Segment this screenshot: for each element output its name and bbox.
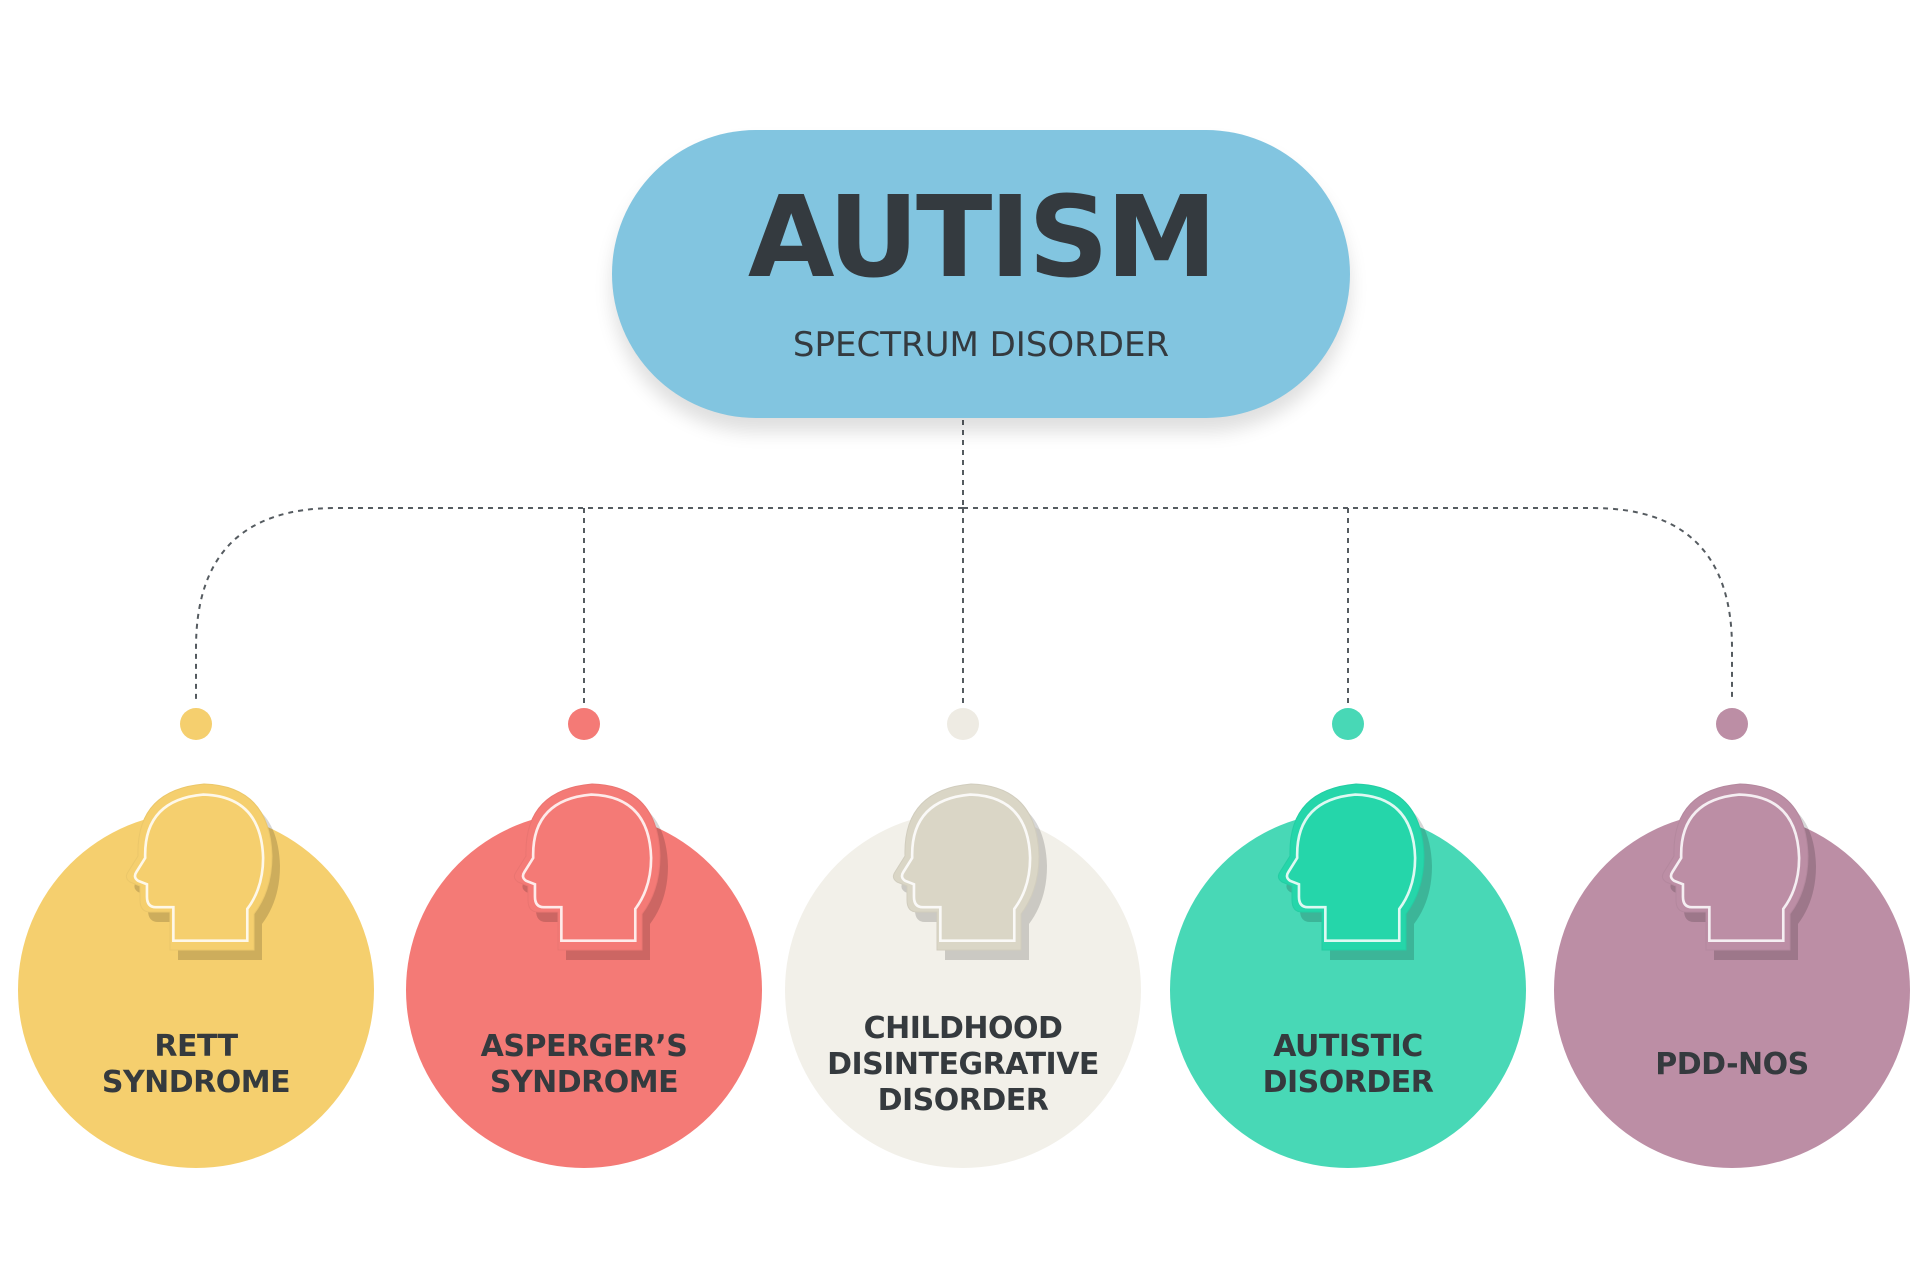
node-label-line: DISINTEGRATIVE (827, 1047, 1099, 1082)
head-profile-icon (892, 783, 1047, 960)
node-label-line: CHILDHOOD (863, 1011, 1063, 1046)
connector-right-curve (963, 507, 1733, 700)
head-profile-icon (1661, 783, 1816, 960)
node-dot (947, 708, 979, 740)
root-title: AUTISM (747, 173, 1217, 303)
node-label-line: RETT (154, 1029, 238, 1064)
node-label-line: AUTISTIC (1273, 1029, 1423, 1064)
head-profile-icon (513, 783, 668, 960)
root-node: AUTISM SPECTRUM DISORDER (612, 130, 1350, 418)
head-profile-icon (125, 783, 280, 960)
node-label: PDD-NOS (1582, 1047, 1882, 1083)
node-dot (568, 708, 600, 740)
node-label-line: PDD-NOS (1655, 1047, 1809, 1082)
root-subtitle: SPECTRUM DISORDER (792, 325, 1170, 365)
node-label-line: SYNDROME (489, 1065, 679, 1100)
connector-left-curve (195, 507, 963, 700)
node-dot (1332, 708, 1364, 740)
node-dot (1716, 708, 1748, 740)
node-label-line: DISORDER (877, 1083, 1049, 1118)
node-label-line: SYNDROME (101, 1065, 291, 1100)
node-dot (180, 708, 212, 740)
node-label-line: ASPERGER’S (480, 1029, 688, 1064)
head-profile-icon (1277, 783, 1432, 960)
node-label-line: DISORDER (1262, 1065, 1434, 1100)
